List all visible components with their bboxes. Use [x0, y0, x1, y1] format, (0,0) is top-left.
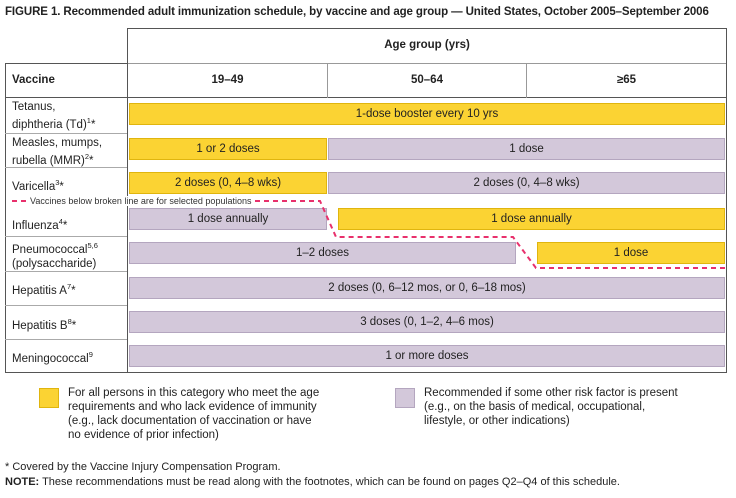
row-divider: [5, 271, 127, 272]
legend-purple-swatch: [395, 388, 415, 408]
covered-footnote: * Covered by the Vaccine Injury Compensa…: [5, 461, 281, 473]
meningococcal-bar: 1 or more doses: [129, 345, 725, 367]
vaccine-hepatitis-a: Hepatitis A7*: [12, 282, 76, 297]
legend-yellow-swatch: [39, 388, 59, 408]
column-divider-50: [327, 64, 328, 98]
header-left-border: [5, 63, 127, 64]
mmr-50-plus-bar: 1 dose: [328, 138, 725, 160]
varicella-50-plus-bar: 2 doses (0, 4–8 wks): [328, 172, 725, 194]
vaccine-varicella: Varicella3*: [12, 178, 64, 193]
vaccine-column-header: Vaccine: [12, 74, 55, 86]
legend-purple-text: Recommended if some other risk factor is…: [424, 387, 678, 427]
row-divider: [5, 133, 127, 134]
row-divider: [5, 167, 127, 168]
age-column-19-49: 19–49: [211, 74, 244, 86]
header-bottom-border: [5, 97, 727, 98]
hepatitis-b-bar: 3 doses (0, 1–2, 4–6 mos): [129, 311, 725, 333]
age-group-header: Age group (yrs): [384, 39, 470, 51]
hepatitis-a-bar: 2 doses (0, 6–12 mos, or 0, 6–18 mos): [129, 277, 725, 299]
vaccine-pneumococcal: Pneumococcal5,6 (polysaccharide): [12, 241, 98, 270]
row-divider: [5, 339, 127, 340]
age-column-65-plus: ≥65: [616, 74, 637, 86]
pneumococcal-65-bar: 1 dose: [537, 242, 725, 264]
age-column-50-64: 50–64: [411, 74, 443, 86]
row-divider: [5, 236, 127, 237]
table-bottom-border: [5, 372, 727, 373]
legend-yellow-text: For all persons in this category who mee…: [68, 387, 320, 441]
vaccine-mmr: Measles, mumps, rubella (MMR)2*: [12, 137, 103, 167]
influenza-50-plus-bar: 1 dose annually: [338, 208, 725, 230]
mmr-19-49-bar: 1 or 2 doses: [129, 138, 327, 160]
td-bar: 1-dose booster every 10 yrs: [129, 103, 725, 125]
vaccine-td: Tetanus, diphtheria (Td)1*: [12, 101, 96, 131]
note-footnote: NOTE: These recommendations must be read…: [5, 476, 620, 488]
column-divider-65: [526, 64, 527, 98]
table-left-border: [5, 63, 6, 373]
row-divider: [5, 305, 127, 306]
influenza-19-49-bar: 1 dose annually: [129, 208, 327, 230]
header-divider: [127, 63, 727, 64]
table-top-border: [127, 28, 727, 29]
varicella-19-49-bar: 2 doses (0, 4–8 wks): [129, 172, 327, 194]
vaccine-influenza: Influenza4*: [12, 217, 68, 232]
dashed-line-label: Vaccines below broken line are for selec…: [28, 196, 254, 206]
table-right-border: [726, 28, 727, 373]
vaccine-hepatitis-b: Hepatitis B8*: [12, 317, 77, 332]
vaccine-meningococcal: Meningococcal9: [12, 350, 93, 365]
pneumococcal-19-64-bar: 1–2 doses: [129, 242, 516, 264]
figure-title: FIGURE 1. Recommended adult immunization…: [5, 6, 709, 18]
